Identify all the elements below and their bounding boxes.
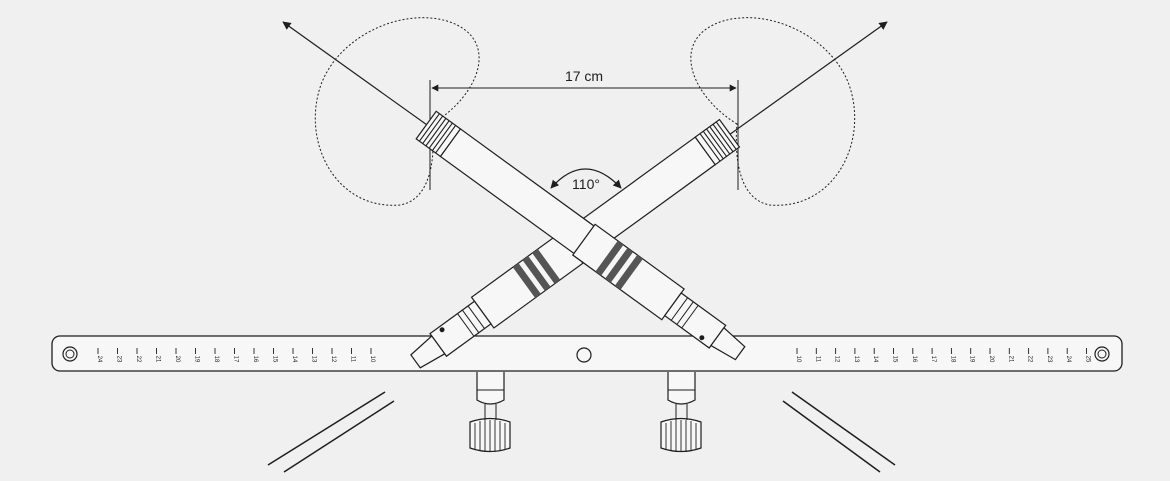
- left-knob-ridges: [474, 420, 506, 452]
- right-mic-band-3: [512, 263, 541, 298]
- bar-hole-left-inner: [65, 349, 75, 359]
- right-ruler-label: 17: [930, 356, 936, 363]
- right-ruler-label: 22: [1027, 356, 1033, 363]
- bar-hole-right-inner: [1097, 349, 1107, 359]
- right-cable: [791, 391, 896, 466]
- right-ruler-label: 24: [1065, 356, 1071, 363]
- right-ruler-label: 23: [1046, 356, 1052, 363]
- right-cable-2: [782, 400, 881, 473]
- right-ruler-label: 20: [988, 356, 994, 363]
- left-mic-band-3: [614, 254, 643, 290]
- right-ruler-label: 21: [1007, 356, 1013, 363]
- left-ruler-label: 11: [350, 356, 356, 363]
- right-clamp-stem: [667, 372, 696, 405]
- left-mic-body: [439, 128, 595, 255]
- left-ruler-label: 21: [155, 356, 161, 363]
- right-knob-ridges: [665, 420, 697, 452]
- right-ruler-label: 25: [1085, 356, 1091, 363]
- left-ruler-label: 10: [369, 356, 375, 363]
- angle-label: 110°: [572, 176, 600, 192]
- left-ruler-label: 17: [233, 356, 239, 363]
- left-cable-2: [283, 400, 395, 473]
- left-ruler-label: 14: [291, 356, 297, 363]
- left-clamp: [469, 372, 511, 453]
- right-ruler-label: 18: [949, 356, 955, 363]
- right-ruler-label: 10: [795, 356, 801, 363]
- right-mic-band-2: [522, 256, 551, 291]
- right-ruler-label: 16: [911, 356, 917, 363]
- ruler-right: 10 11 12 13 14 15 16 17 18 19 20 21 22 23 24 25: [795, 348, 1091, 363]
- spacing-label: 17 cm: [565, 68, 603, 84]
- left-ruler-label: 20: [174, 356, 180, 363]
- left-ruler-label: 24: [96, 356, 102, 363]
- right-ruler-label: 11: [814, 356, 820, 363]
- left-ruler-label: 16: [252, 356, 258, 363]
- bar-center-hole: [576, 347, 592, 363]
- ruler-left: 24 23 22 21 20 19 18 17 16 15 14 13 12 11 10: [96, 348, 375, 363]
- left-microphone: [415, 110, 746, 361]
- left-ruler-label: 13: [311, 356, 317, 363]
- left-cable: [267, 391, 386, 466]
- right-clamp: [660, 372, 702, 453]
- right-mic-band-1: [532, 249, 561, 284]
- left-ruler-label: 19: [194, 356, 200, 363]
- right-ruler-label: 14: [872, 356, 878, 363]
- left-ruler-label: 22: [135, 356, 141, 363]
- bar-hole-right: [1094, 346, 1110, 362]
- bar-hole-left: [62, 346, 78, 362]
- right-ruler-label: 13: [853, 356, 859, 363]
- left-ruler-label: 15: [272, 356, 278, 363]
- right-polar-pattern: [690, 17, 856, 206]
- right-mic-plug: [410, 335, 446, 369]
- left-ruler-label: 18: [213, 356, 219, 363]
- left-clamp-stem: [476, 372, 505, 405]
- left-mic-grille: [419, 113, 457, 154]
- left-mic-plug: [710, 326, 746, 361]
- left-mic-band-1: [595, 240, 624, 276]
- angle-arc: [550, 168, 622, 189]
- right-ruler-label: 12: [834, 356, 840, 363]
- right-ruler-label: 15: [892, 356, 898, 363]
- left-ruler-label: 12: [330, 356, 336, 363]
- right-ruler-label: 19: [969, 356, 975, 363]
- left-polar-pattern: [314, 17, 480, 206]
- right-mic-grille: [699, 121, 737, 162]
- left-ruler-label: 23: [116, 356, 122, 363]
- left-mic-band-2: [605, 247, 634, 283]
